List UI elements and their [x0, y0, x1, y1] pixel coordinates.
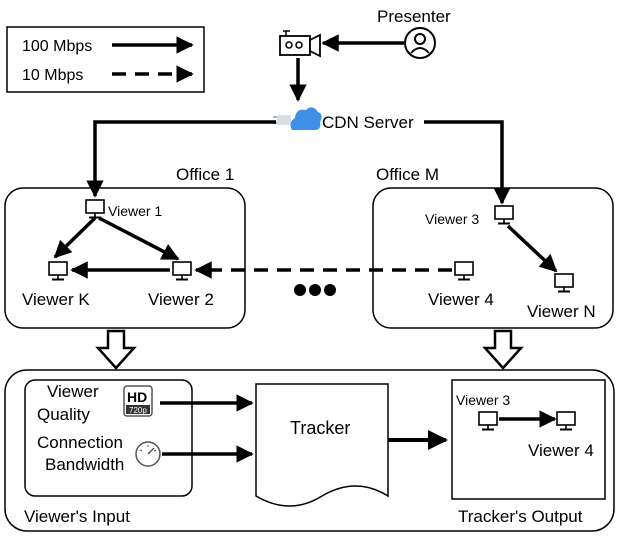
viewern-monitor-icon — [554, 273, 574, 293]
input-bandwidth-line1: Connection — [37, 433, 123, 452]
hd-720p-icon: HD 720p — [123, 385, 153, 417]
office1-down-arrow — [95, 329, 137, 370]
viewer1-to-viewerk-arrow — [53, 216, 97, 259]
office1-box — [4, 187, 246, 329]
input-quality-line2: Quality — [37, 405, 90, 424]
cdn-server-label: CDN Server — [322, 113, 414, 132]
office1-viewer1-label: Viewer 1 — [108, 203, 162, 219]
officeM-viewer3-label: Viewer 3 — [425, 211, 479, 227]
tracker-label: Tracker — [290, 418, 350, 438]
office1-title: Office 1 — [176, 165, 234, 184]
input-quality-line1: Viewer — [47, 382, 99, 401]
more-offices-ellipsis — [294, 284, 336, 296]
office1-viewerk-label: Viewer K — [22, 290, 90, 309]
input-bandwidth-line2: Bandwidth — [45, 455, 124, 474]
officeM-down-arrow — [482, 329, 524, 370]
presenter-icon — [404, 27, 436, 59]
viewers-input-box — [24, 379, 193, 497]
tracker-system-box — [4, 369, 615, 532]
output-viewer3-label: Viewer 3 — [456, 392, 510, 408]
viewer3-to-viewern-arrow — [506, 224, 558, 273]
cdn-to-viewer1-arrow — [86, 120, 276, 198]
viewer1-to-viewer2-arrow — [98, 216, 180, 261]
legend: 100 Mbps 10 Mbps — [6, 26, 205, 93]
viewer3-monitor-icon — [494, 205, 514, 225]
camera-icon — [279, 30, 321, 58]
legend-label-100mbps: 100 Mbps — [22, 38, 92, 55]
officeM-box — [372, 187, 614, 329]
trackers-output-caption: Tracker's Output — [458, 507, 583, 526]
cdn-cloud-shape — [290, 107, 322, 130]
output-viewer4-label: Viewer 4 — [528, 441, 594, 460]
officeM-title: Office M — [376, 165, 439, 184]
viewer2-monitor-icon — [172, 261, 192, 281]
tracker-box — [255, 383, 389, 507]
legend-label-10mbps: 10 Mbps — [22, 67, 83, 84]
officeM-viewer4-label: Viewer 4 — [428, 290, 494, 309]
cdn-plug — [277, 115, 291, 125]
cdn-cloud-icon — [273, 107, 322, 130]
output-viewer4-monitor-icon — [556, 411, 576, 431]
presenter-label: Presenter — [377, 7, 451, 26]
trackers-output-box — [451, 379, 606, 500]
output-viewer3-monitor-icon — [478, 411, 498, 431]
viewer4-monitor-icon — [454, 261, 474, 281]
hd-badge-sub: 720p — [129, 406, 147, 415]
viewerk-monitor-icon — [48, 261, 68, 281]
officeM-viewern-label: Viewer N — [527, 302, 596, 321]
viewer1-monitor-icon — [85, 199, 105, 219]
cdn-to-viewer3-arrow — [424, 120, 511, 205]
viewers-input-caption: Viewer's Input — [24, 507, 130, 526]
legend-box — [6, 26, 205, 93]
office1-viewer2-label: Viewer 2 — [148, 290, 214, 309]
hd-badge-main: HD — [127, 389, 147, 405]
speedometer-icon — [135, 441, 161, 467]
